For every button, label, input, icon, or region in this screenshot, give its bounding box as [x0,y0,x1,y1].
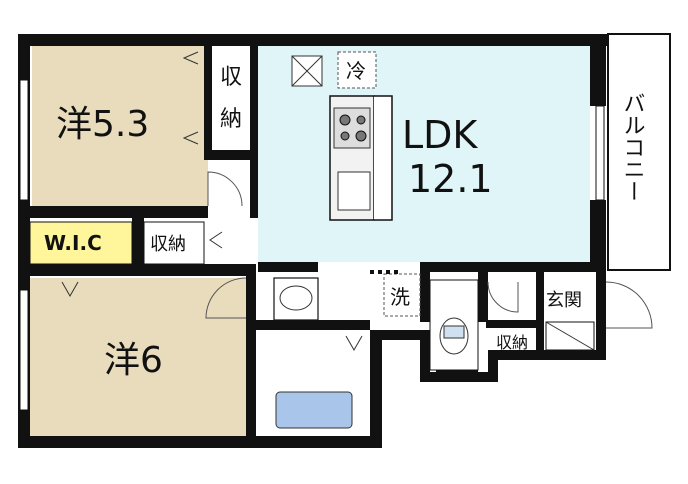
entry-closet-label: 収納 [496,333,528,352]
mid-closet-box [143,221,205,265]
sliding-door-marks [370,264,570,274]
ldk-size-label: 12.1 [408,157,493,201]
kitchen-counter [329,95,393,221]
balcony-area [607,33,671,271]
balcony-label: バルコニー [620,92,645,202]
balcony-door [595,105,605,201]
western1-floor [32,46,208,206]
door-arrow-icon [209,231,223,249]
stove-burner-icon [339,114,351,126]
door-swing-icon [207,171,243,207]
stove-burner-icon [340,131,350,141]
western1-label: 洋5.3 [56,104,149,145]
door-arrow-icon [182,131,199,145]
basin-icon [279,285,313,311]
wic-box [29,221,133,265]
upper-closet-label-2: 納 [220,107,242,132]
wash-label: 洗 [390,285,410,309]
stove-burner-icon [356,115,366,125]
fridge-space [337,51,377,89]
washer-space [383,273,421,317]
door-swing-icon [205,277,247,319]
left-windows [19,79,29,411]
bathtub [275,391,353,429]
hall-floor [208,206,258,262]
entrance-label: 玄関 [546,290,582,311]
western2-floor [30,278,246,436]
door-swing-icon [487,281,519,313]
upper-closet-label-1: 収 [220,65,242,90]
western2-label: 洋6 [104,340,163,381]
wic-label: W.I.C [44,231,102,255]
fridge-label: 冷 [346,59,366,83]
ldk-label: LDK [402,113,478,157]
door-arrow-icon [182,51,199,65]
mid-closet-label: 収納 [150,234,186,255]
entrance-door-swing [605,281,653,329]
sink-icon [337,171,371,211]
upper-closet-floor [212,46,254,156]
door-arrow-icon [61,281,79,298]
stove-burner-icon [355,130,367,142]
door-arrow-icon [345,335,363,352]
